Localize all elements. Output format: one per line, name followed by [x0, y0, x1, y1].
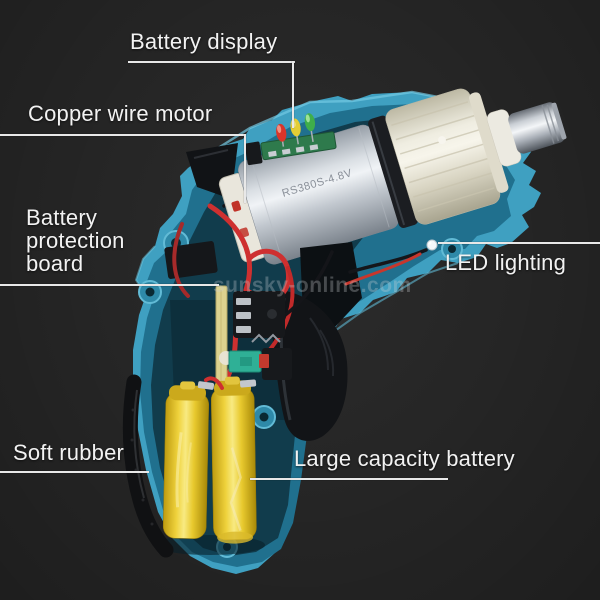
wire-black [282, 250, 334, 318]
leader-line-led-lighting [438, 242, 600, 244]
watermark: sunsky-online.com [213, 274, 412, 297]
battery-scratch [229, 447, 242, 531]
housing-rim-highlight [195, 90, 439, 164]
chuck-groove [541, 105, 555, 144]
battery-terminal [224, 376, 240, 385]
wire-red [172, 222, 190, 298]
annotation-label-led-lighting: LED lighting [445, 250, 567, 275]
battery-protection-board-assembly [215, 285, 292, 409]
trigger [271, 290, 348, 441]
leader-line-battery-protection-board [0, 284, 219, 286]
led-wire-black [348, 248, 428, 274]
leader-line-battery-display-v [292, 61, 294, 128]
motor-coupler-highlight [371, 121, 406, 226]
switch-block [164, 241, 218, 279]
battery-bottom-highlight [217, 531, 254, 544]
rubber-grip-texture [130, 408, 154, 526]
battery-left [162, 381, 209, 539]
indicator-chip [244, 141, 263, 166]
battery-tab [197, 381, 215, 390]
leader-line-large-capacity-battery [250, 478, 448, 480]
connector-pins [236, 298, 251, 333]
red-led [276, 123, 287, 142]
motor-coupler [368, 115, 419, 228]
battery-top-cap [168, 385, 206, 401]
motor-seam [251, 160, 283, 261]
rubber-grip [122, 374, 174, 558]
green-led [304, 113, 316, 132]
leader-line-battery-display-h [128, 61, 295, 63]
gearbox-front-ring [469, 92, 509, 193]
battery-scratch [185, 442, 192, 503]
battery-scratch [175, 432, 183, 508]
leader-line-copper-wire-motor-v [244, 134, 246, 203]
battery-cell [210, 387, 257, 541]
annotation-label-copper-wire-motor: Copper wire motor [28, 101, 213, 126]
battery-right [210, 376, 257, 544]
gearbox-pin [437, 136, 446, 145]
motor-end-cap-mark [231, 200, 242, 212]
belt-clip-highlight [193, 149, 229, 159]
front-led [426, 239, 438, 251]
battery-tab [239, 379, 257, 388]
led-wire-red [344, 252, 422, 286]
leader-line-copper-wire-motor-h [0, 134, 246, 136]
wire-red [207, 203, 253, 293]
annotation-label-large-capacity-battery: Large capacity battery [294, 446, 515, 471]
motor-assembly: RS380S-4.8V [218, 88, 567, 265]
battery-cell [162, 391, 209, 539]
chuck-groove [546, 104, 560, 142]
spring [251, 333, 281, 344]
battery-terminal [180, 381, 196, 390]
battery-indicator-pcb [244, 113, 337, 166]
indicator-pcb-pads [268, 144, 319, 157]
lower-connector-block [262, 348, 292, 380]
rubber-grip-highlight [133, 389, 145, 499]
front-led-glint [428, 241, 432, 245]
housing-rim-highlight-front [331, 262, 459, 334]
wire-red [204, 376, 224, 390]
annotation-label-battery-protection-board: Battery protection board [26, 205, 125, 276]
connector-screw [267, 309, 277, 319]
annotation-label-soft-rubber: Soft rubber [13, 440, 125, 465]
red-component [259, 354, 269, 368]
motor-seam [358, 127, 390, 228]
trigger-ridges [309, 317, 335, 377]
leader-line-soft-rubber [0, 471, 149, 473]
thermal-switch-slot [240, 357, 252, 366]
chuck-tip-face [551, 102, 567, 140]
annotation-label-battery-display: Battery display [130, 29, 278, 54]
